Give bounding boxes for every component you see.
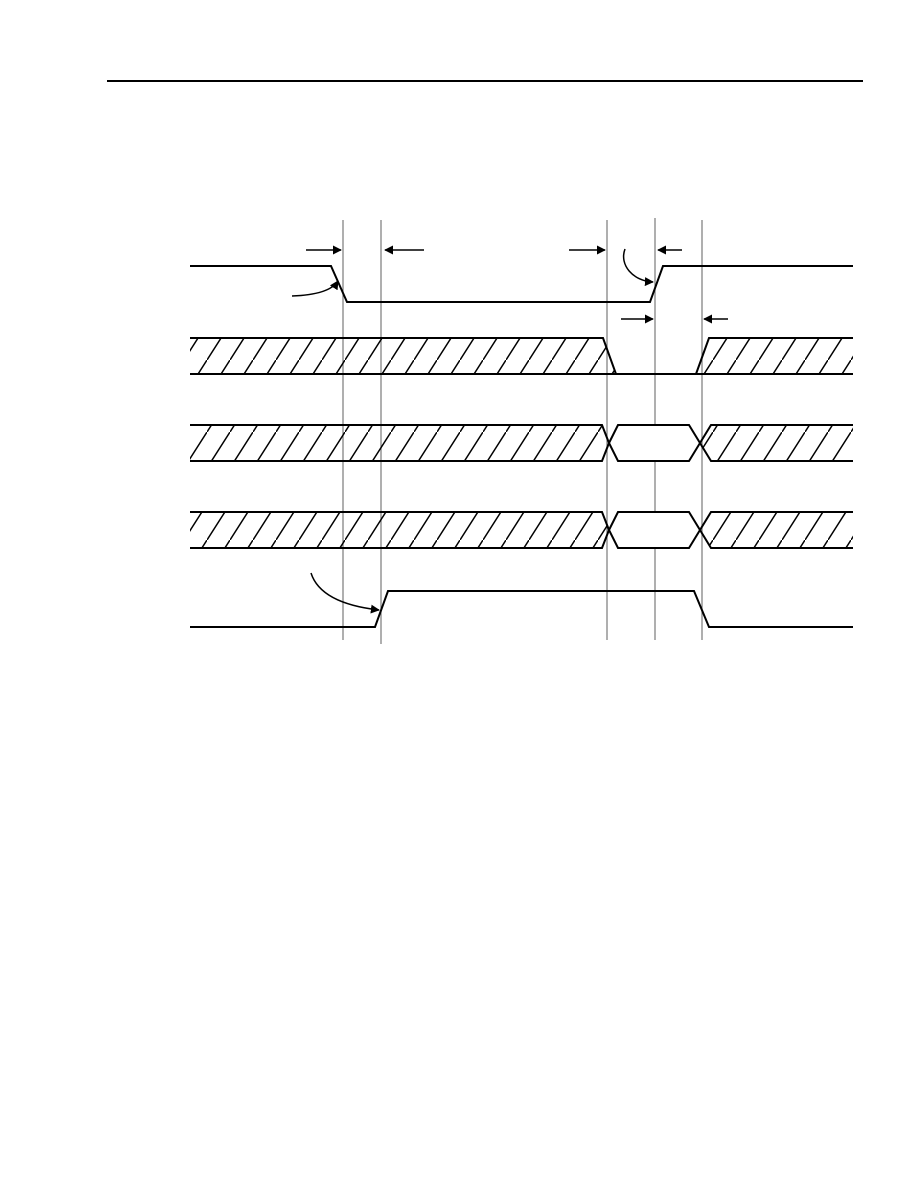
signal-2-hatch-right bbox=[696, 338, 853, 374]
signal-4-outline-right bbox=[699, 511, 853, 549]
signal-5-waveform bbox=[190, 590, 853, 628]
header-rule bbox=[107, 80, 863, 82]
signal-4-hatch-left bbox=[190, 512, 609, 548]
signal-1-waveform bbox=[190, 265, 853, 303]
signal-3-hatch-right bbox=[700, 425, 853, 461]
edge-cause-1-arrow bbox=[291, 280, 339, 297]
signal-4-hatch-right bbox=[700, 512, 853, 548]
signal-waveforms bbox=[190, 265, 853, 628]
signal-2-outline-right bbox=[695, 337, 853, 375]
edge-cause-2-arrow bbox=[622, 248, 654, 287]
timing-markers bbox=[291, 245, 728, 614]
signal-2-outline-left bbox=[190, 337, 618, 375]
edge-cause-3-arrow bbox=[310, 572, 380, 614]
signal-2-hatch-left bbox=[190, 338, 616, 374]
signal-3-hatch-left bbox=[190, 425, 609, 461]
signal-3-outline-right bbox=[699, 424, 853, 462]
signal-3-valid-window bbox=[607, 424, 702, 462]
signal-4-valid-window bbox=[607, 511, 702, 549]
